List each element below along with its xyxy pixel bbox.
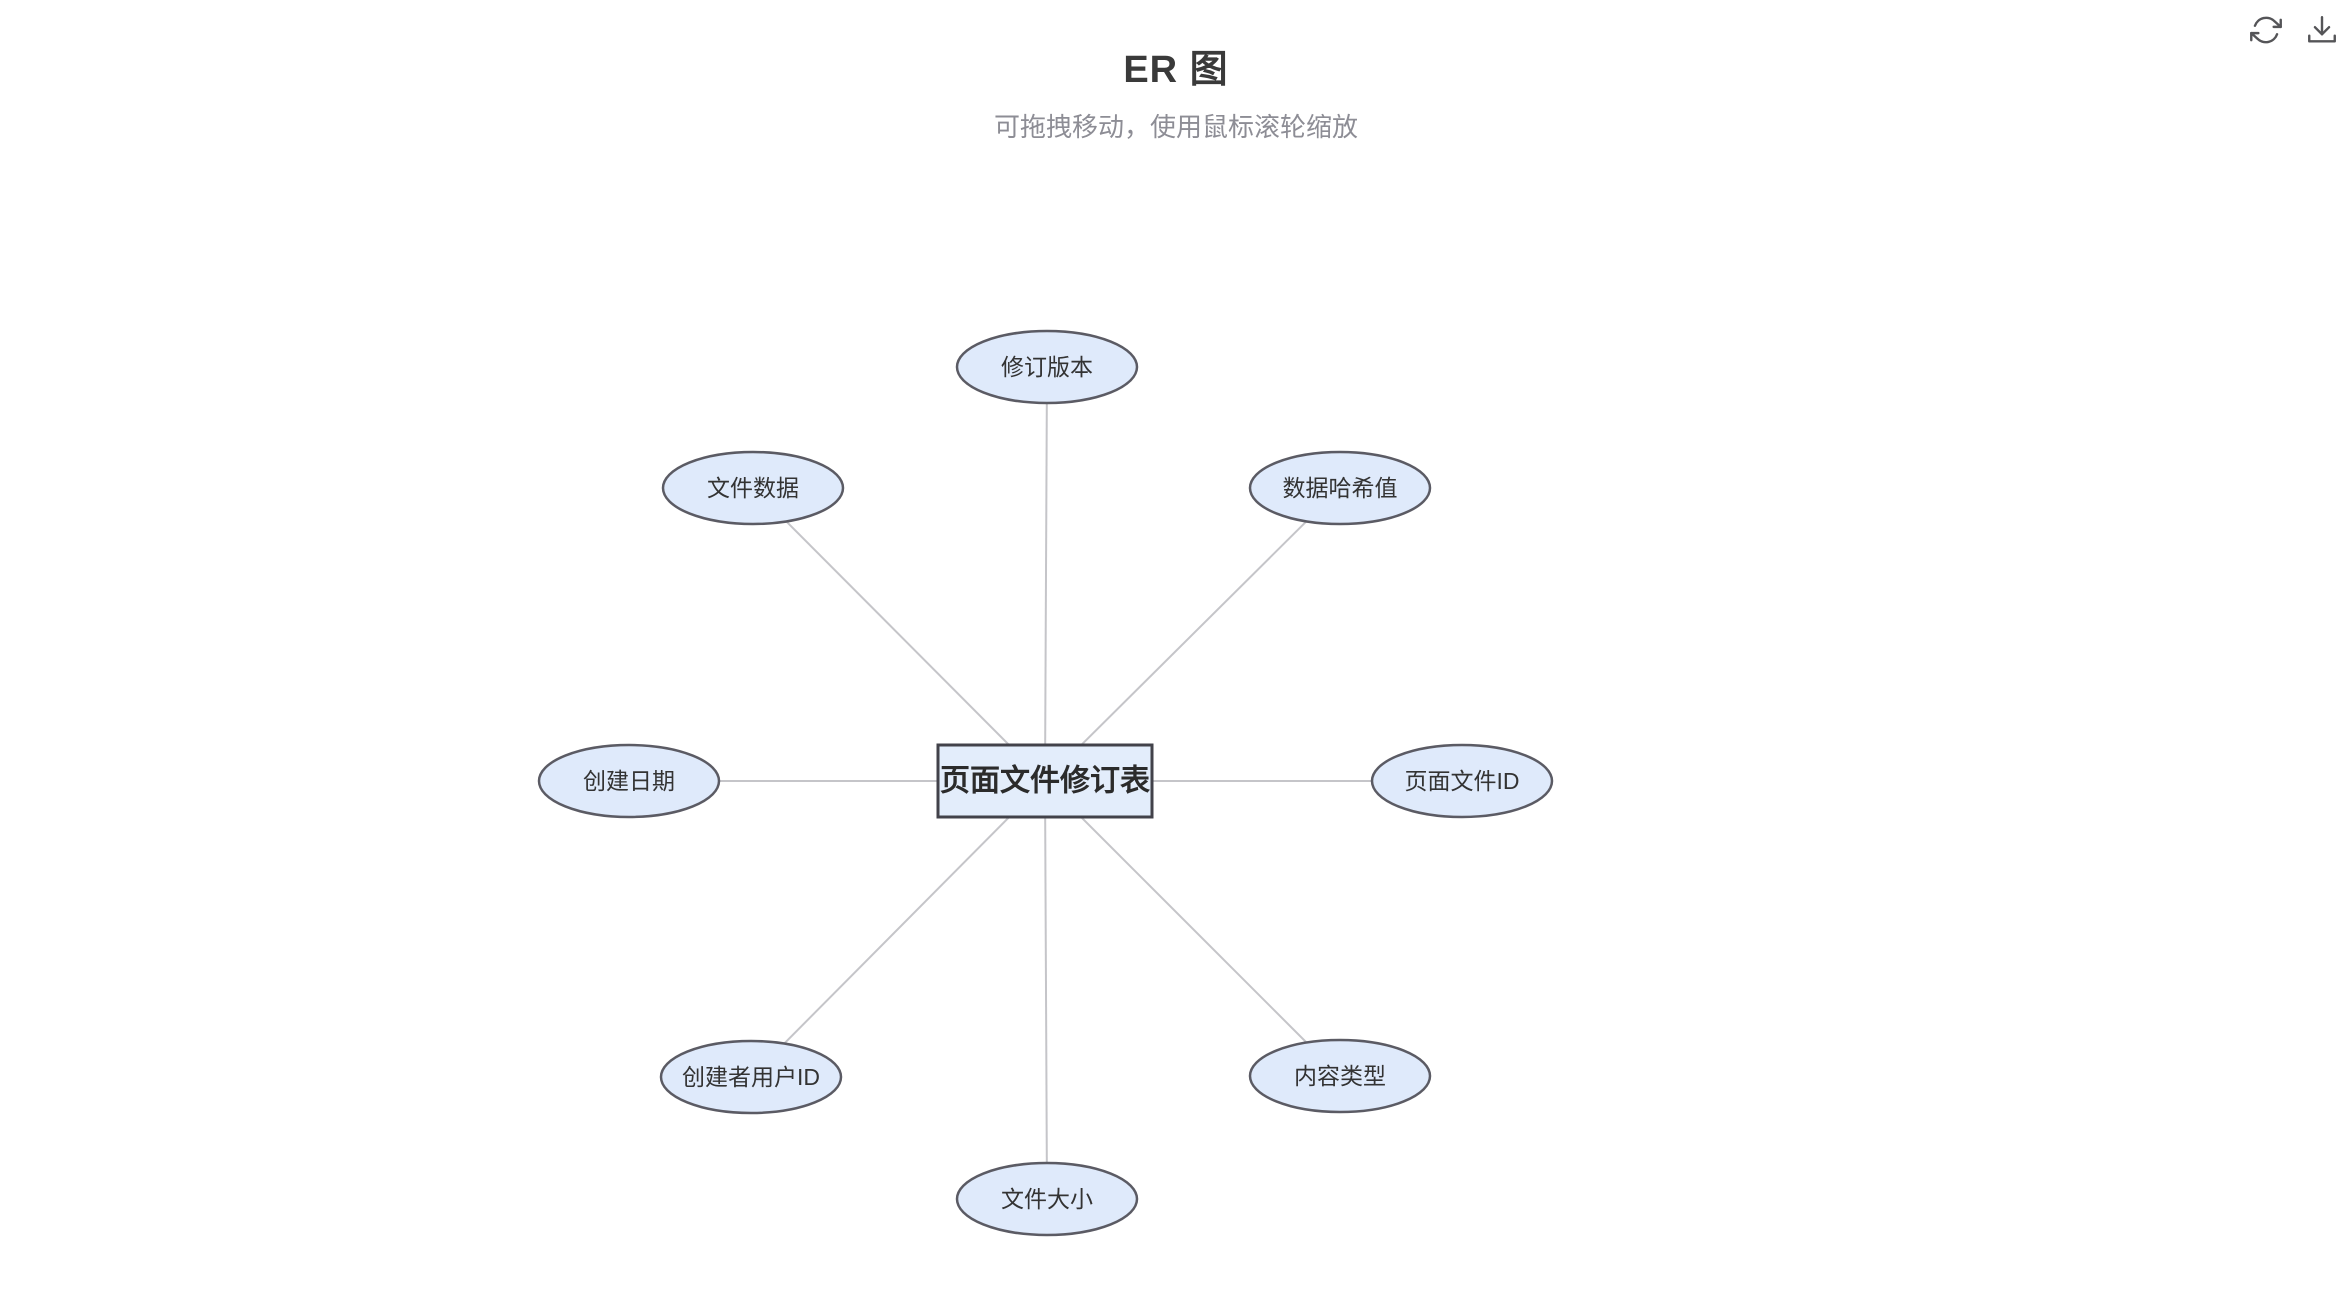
relation-edge [1044,780,1341,1077]
relation-edge [1044,366,1048,782]
attribute-ellipse[interactable] [661,450,845,526]
attribute-node[interactable]: 内容类型 [1248,1038,1432,1114]
refresh-icon [2249,13,2283,47]
attribute-node[interactable]: 数据哈希值 [1248,450,1432,526]
attribute-node[interactable]: 文件大小 [955,1161,1139,1237]
attribute-ellipse[interactable] [1248,1038,1432,1114]
attribute-ellipse[interactable] [955,1161,1139,1237]
download-icon [2305,13,2339,47]
entity-node[interactable]: 页面文件修订表 [936,743,1154,819]
attribute-node[interactable]: 修订版本 [955,329,1139,405]
attribute-label: 页面文件ID [1405,768,1520,794]
attribute-ellipse[interactable] [1370,743,1554,819]
relation-edge [1044,487,1341,782]
relation-edge [1044,780,1048,1200]
attribute-label: 文件数据 [707,475,799,501]
refresh-button[interactable] [2248,12,2284,48]
toolbar [2248,12,2340,48]
attribute-node[interactable]: 文件数据 [661,450,845,526]
attribute-label: 文件大小 [1001,1186,1093,1212]
attribute-node[interactable]: 创建日期 [537,743,721,819]
attribute-label: 内容类型 [1294,1063,1386,1089]
attribute-node[interactable]: 创建者用户ID [659,1039,843,1115]
attribute-node[interactable]: 页面文件ID [1370,743,1554,819]
entity-label: 页面文件修订表 [940,764,1150,798]
attribute-label: 创建者用户ID [682,1064,820,1090]
relation-edge [752,487,1046,782]
download-button[interactable] [2304,12,2340,48]
entity-rect[interactable] [936,743,1154,819]
attribute-label: 数据哈希值 [1283,475,1398,501]
relation-edge [750,780,1046,1078]
attribute-label: 创建日期 [583,768,675,794]
attribute-ellipse[interactable] [537,743,721,819]
attribute-ellipse[interactable] [1248,450,1432,526]
attribute-ellipse[interactable] [659,1039,843,1115]
attribute-ellipse[interactable] [955,329,1139,405]
attribute-label: 修订版本 [1001,354,1093,380]
